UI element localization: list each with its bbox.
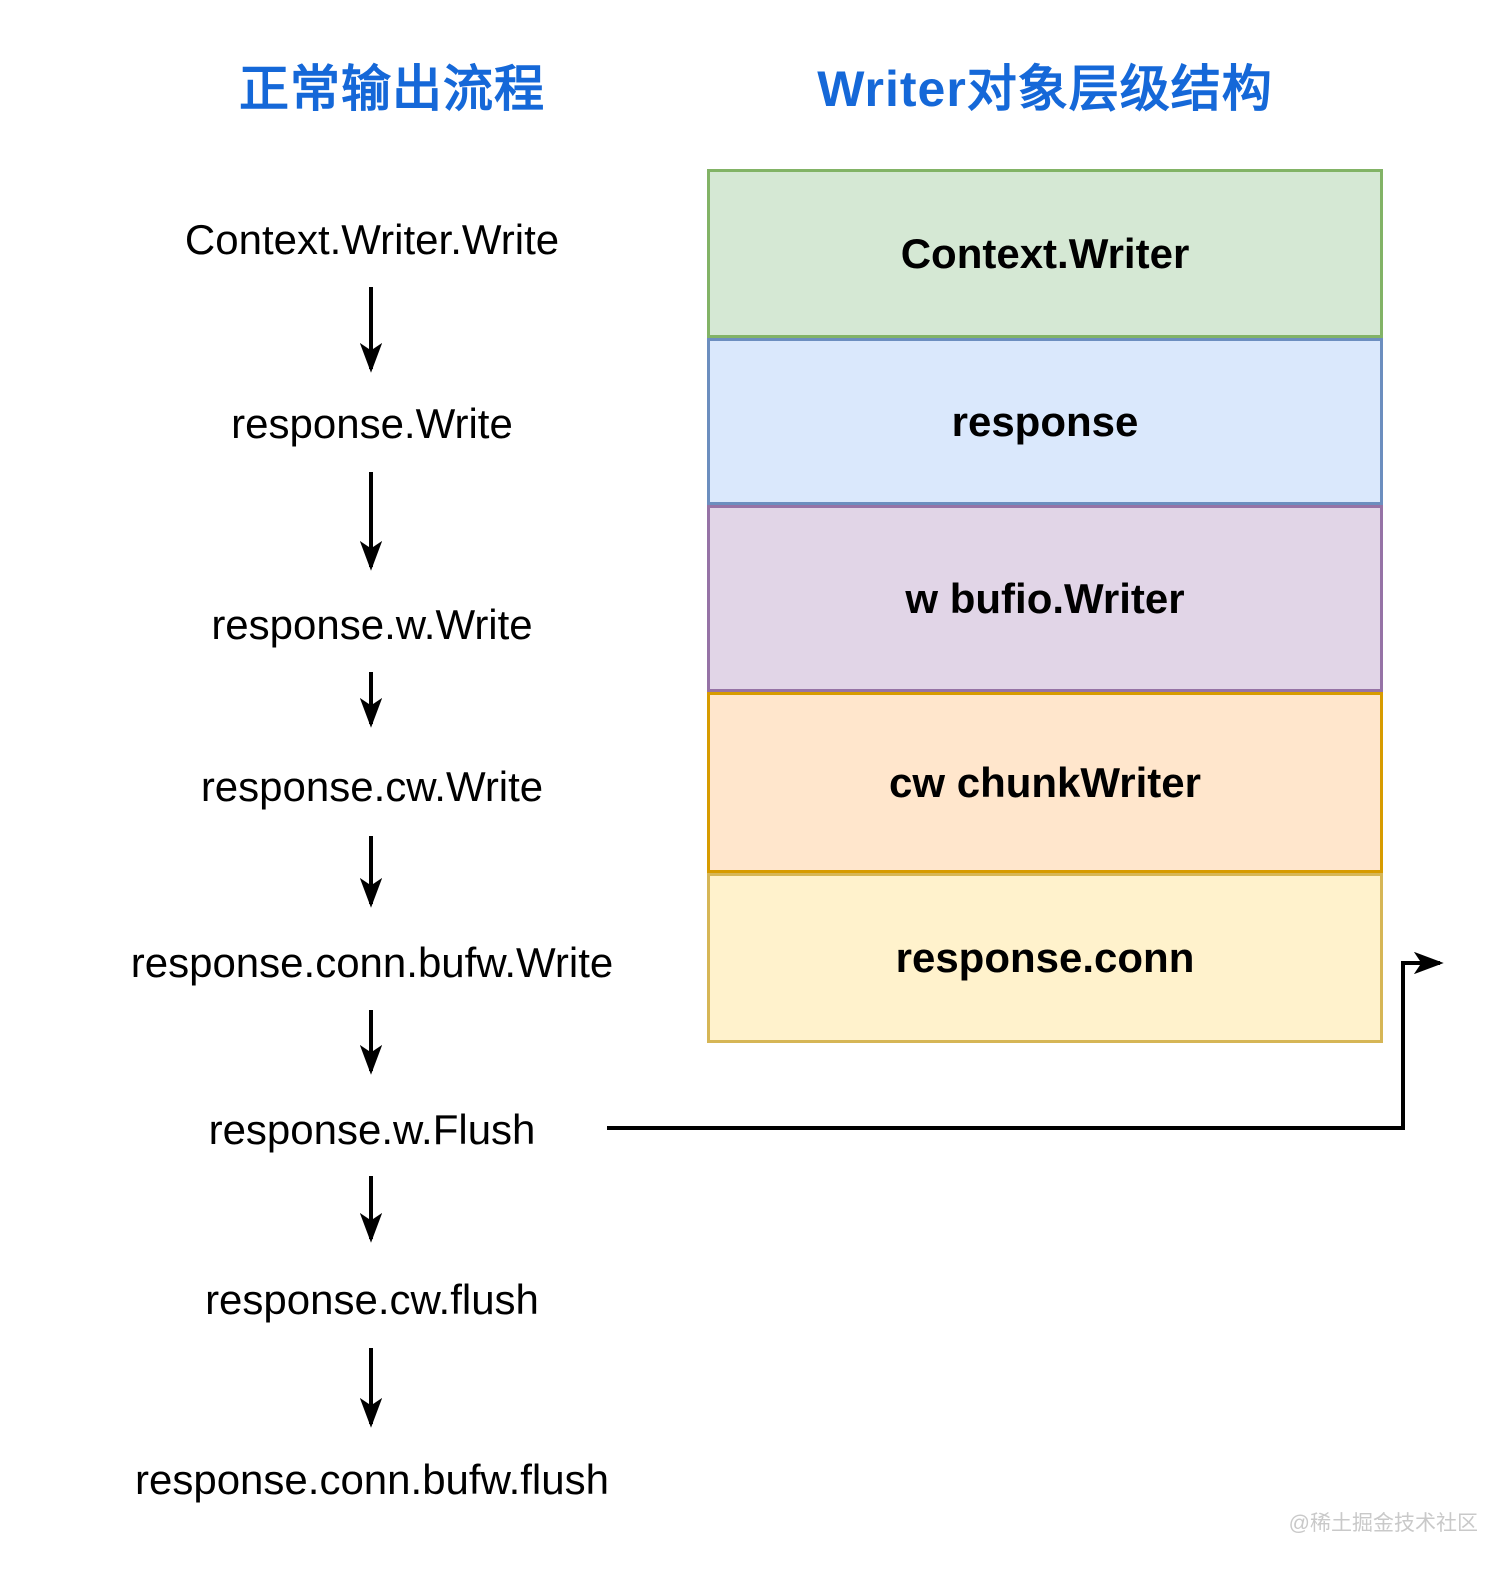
flow-step-response-w-flush: response.w.Flush: [208, 1106, 536, 1153]
writer-layer-label: response: [951, 397, 1139, 445]
writer-layer-box-chunkwriter: cw chunkWriter: [707, 692, 1383, 873]
left-column-title: 正常输出流程: [239, 61, 545, 117]
writer-layer-box-response-conn: response.conn: [707, 873, 1383, 1043]
writer-layer-label: Context.Writer: [900, 229, 1190, 277]
watermark: @稀土掘金技术社区: [1288, 1512, 1478, 1535]
writer-layer-label: response.conn: [895, 934, 1195, 981]
writer-layer-box-bufio-writer: w bufio.Writer: [707, 505, 1383, 692]
writer-layer-label: cw chunkWriter: [889, 758, 1201, 806]
flow-step-response-conn-bufw-write: response.conn.bufw.Write: [130, 939, 614, 986]
flow-step-response-cw-flush: response.cw.flush: [205, 1276, 539, 1323]
flow-step-response-write: response.Write: [231, 400, 513, 447]
flow-step-response-cw-write: response.cw.Write: [200, 763, 544, 810]
flow-step-response-w-write: response.w.Write: [211, 601, 533, 648]
right-column-title: Writer对象层级结构: [817, 61, 1273, 117]
flow-step-response-conn-bufw-flush: response.conn.bufw.flush: [135, 1456, 609, 1503]
writer-layer-label: w bufio.Writer: [905, 574, 1185, 622]
writer-layer-box-context-writer: Context.Writer: [707, 169, 1383, 338]
flow-step-context-writer-write: Context.Writer.Write: [184, 216, 560, 263]
writer-layer-box-response: response: [707, 338, 1383, 505]
